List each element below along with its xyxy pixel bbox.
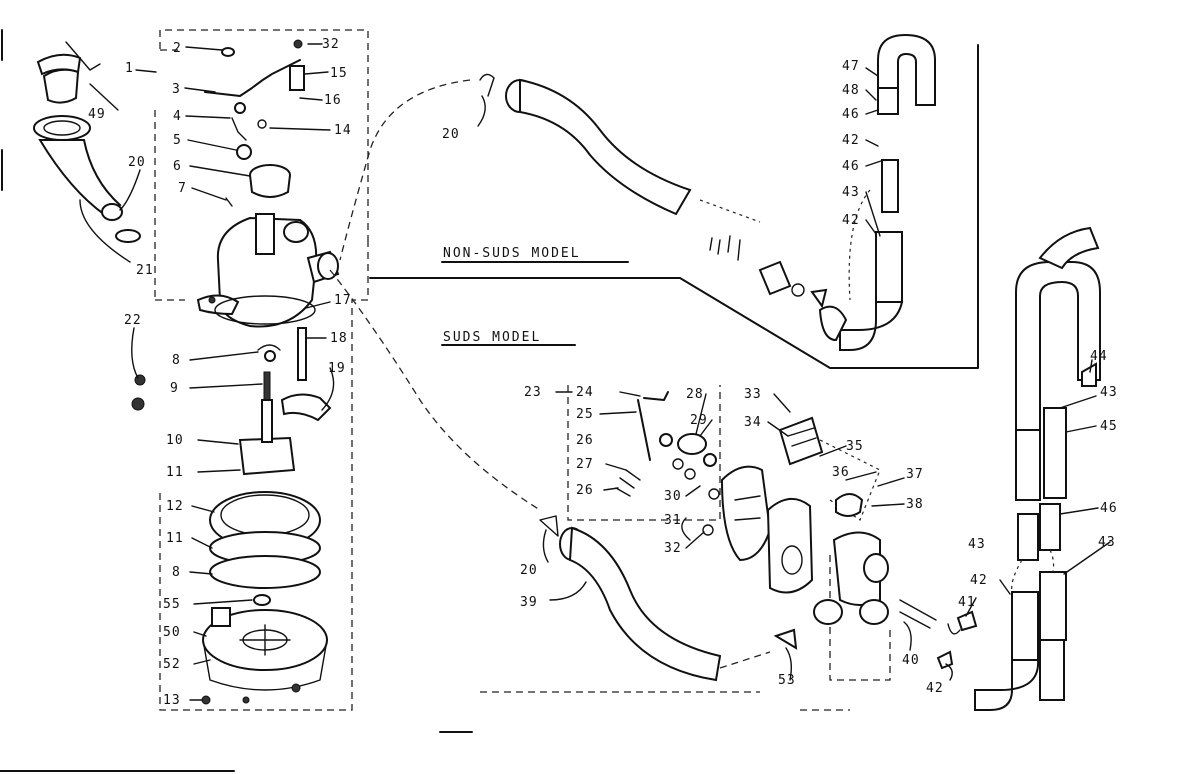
part-label: 32 [322, 37, 340, 52]
suds-routing-line [329, 269, 541, 511]
part-label: 42 [926, 681, 944, 696]
part-label: 35 [846, 439, 864, 454]
part-label: 2 [173, 41, 182, 56]
suds-drain-hose-39 [480, 515, 850, 711]
part-label: 23 [524, 385, 542, 400]
part-label: 37 [906, 467, 924, 482]
part-label: 27 [576, 457, 594, 472]
part-label: 25 [576, 407, 594, 422]
part-label: 43 [1098, 535, 1116, 550]
part-label: 42 [842, 133, 860, 148]
part-label: 11 [166, 465, 184, 480]
non-suds-routing-line [339, 79, 471, 261]
part-label: 20 [442, 127, 460, 142]
part-label: 40 [902, 653, 920, 668]
leader-lines [79, 43, 1111, 701]
non-suds-clamps [709, 189, 871, 309]
part-label: 28 [686, 387, 704, 402]
part-label: 8 [172, 353, 181, 368]
seal-parts [131, 327, 332, 422]
part-label: 45 [1100, 419, 1118, 434]
part-label: 17 [334, 293, 352, 308]
part-label: 4 [173, 109, 182, 124]
part-label: 20 [520, 563, 538, 578]
impeller-10 [238, 399, 296, 476]
part-label: 16 [324, 93, 342, 108]
part-label: 42 [842, 213, 860, 228]
non-suds-model-label: NON-SUDS MODEL [443, 246, 581, 261]
part-label: 6 [173, 159, 182, 174]
suds-model-label: SUDS MODEL [443, 330, 541, 345]
part-label: 5 [173, 133, 182, 148]
part-label: 46 [842, 107, 860, 122]
part-label: 46 [1100, 501, 1118, 516]
part-label: 22 [124, 313, 142, 328]
part-label: 38 [906, 497, 924, 512]
part-label: 50 [163, 625, 181, 640]
pump-housing-rings [201, 491, 328, 705]
part-label: 34 [744, 415, 762, 430]
part-label: 32 [664, 541, 682, 556]
part-label: 8 [172, 565, 181, 580]
hose-21 [33, 115, 141, 243]
part-label: 11 [166, 531, 184, 546]
suds-standpipes [974, 226, 1101, 711]
suds-valve-parts [615, 391, 720, 536]
inlet-fitting-49 [36, 41, 101, 104]
part-label: 29 [690, 413, 708, 428]
part-label: 44 [1090, 349, 1108, 364]
part-label: 14 [334, 123, 352, 138]
part-label: 21 [136, 263, 154, 278]
pump-top-parts [204, 39, 305, 207]
part-label: 49 [88, 107, 106, 122]
part-label: 46 [842, 159, 860, 174]
suds-pump [813, 439, 978, 670]
part-number-labels: 1 2 3 4 5 6 7 8 9 10 11 12 11 8 55 50 52… [88, 37, 1118, 708]
part-label: 30 [664, 489, 682, 504]
part-label: 43 [842, 185, 860, 200]
group-outlines [154, 29, 891, 711]
suds-valve-body [720, 416, 824, 594]
part-label: 1 [125, 61, 134, 76]
part-label: 18 [330, 331, 348, 346]
non-suds-enclosure [369, 44, 979, 369]
part-label: 31 [664, 513, 682, 528]
part-label: 53 [778, 673, 796, 688]
part-label: 7 [178, 181, 187, 196]
part-label: 47 [842, 59, 860, 74]
part-label: 26 [576, 433, 594, 448]
part-label: 43 [1100, 385, 1118, 400]
part-label: 10 [166, 433, 184, 448]
part-label: 42 [970, 573, 988, 588]
part-label: 41 [958, 595, 976, 610]
non-suds-standpipe [818, 33, 936, 351]
part-label: 33 [744, 387, 762, 402]
part-label: 9 [170, 381, 179, 396]
part-label: 13 [163, 693, 181, 708]
part-label: 20 [128, 155, 146, 170]
part-label: 36 [832, 465, 850, 480]
part-label: 39 [520, 595, 538, 610]
part-label: 3 [172, 82, 181, 97]
part-label: 52 [163, 657, 181, 672]
part-label: 19 [328, 361, 346, 376]
part-label: 55 [163, 597, 181, 612]
bottom-marks [0, 731, 473, 772]
part-label: 26 [576, 483, 594, 498]
pump-body [196, 213, 340, 328]
non-suds-drain-hose [479, 73, 761, 223]
part-label: 15 [330, 66, 348, 81]
part-label: 24 [576, 385, 594, 400]
part-label: 43 [968, 537, 986, 552]
part-label: 12 [166, 499, 184, 514]
part-label: 48 [842, 83, 860, 98]
